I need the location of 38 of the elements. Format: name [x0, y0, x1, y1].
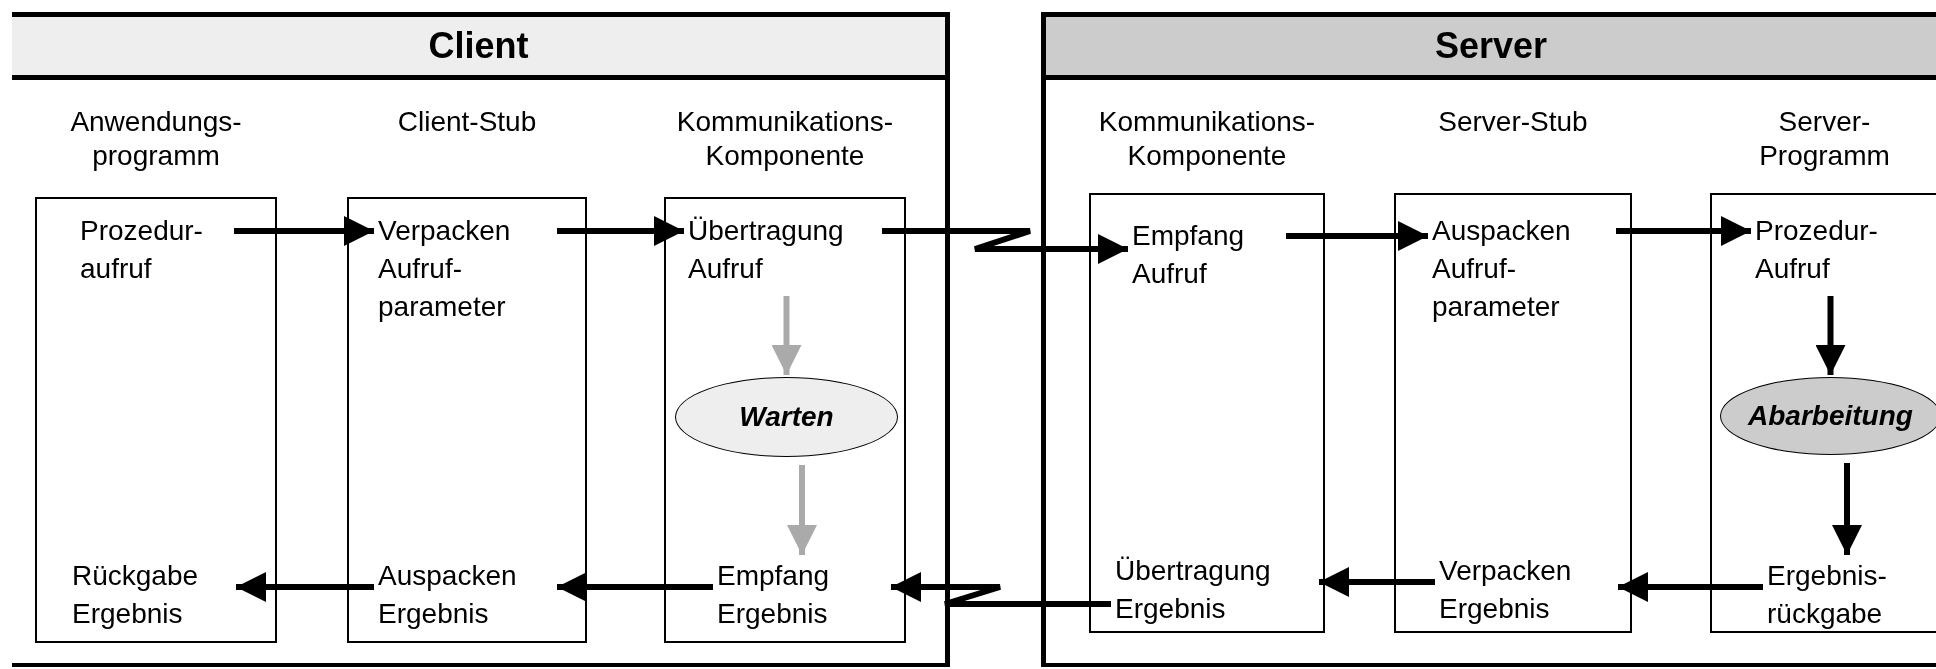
- arrow: [1286, 221, 1428, 251]
- arrow: [557, 572, 713, 602]
- step-label: Verpacken Ergebnis: [1439, 552, 1614, 628]
- step-label: Auspacken Ergebnis: [378, 557, 553, 633]
- column-heading: Kommunikations- Komponente: [1097, 105, 1317, 173]
- state-ellipse: Abarbeitung: [1720, 377, 1936, 455]
- arrow: [557, 216, 684, 246]
- column-heading: Server- Programm: [1758, 105, 1891, 173]
- arrow: [1832, 463, 1862, 555]
- system-panel: [12, 12, 950, 667]
- system-panel: [1041, 12, 1936, 667]
- panel-header: Server: [1046, 17, 1936, 80]
- column-heading: Kommunikations- Komponente: [675, 105, 895, 173]
- step-label: Verpacken Aufruf- parameter: [378, 212, 553, 326]
- step-label: Prozedur- aufruf: [80, 212, 230, 288]
- arrow: [787, 465, 817, 555]
- arrow: [1319, 567, 1435, 597]
- step-label: Empfang Aufruf: [1132, 217, 1282, 293]
- step-label: Empfang Ergebnis: [717, 557, 887, 633]
- column-heading: Server-Stub: [1437, 105, 1589, 139]
- arrow: [882, 228, 1128, 264]
- arrow: [234, 216, 374, 246]
- column-heading: Client-Stub: [396, 105, 538, 139]
- state-ellipse: Warten: [675, 377, 898, 457]
- arrow: [891, 572, 1111, 607]
- step-label: Übertragung Aufruf: [688, 212, 878, 288]
- step-label: Auspacken Aufruf- parameter: [1432, 212, 1612, 326]
- arrow: [1618, 572, 1763, 602]
- arrow: [1815, 296, 1846, 375]
- panel-header: Client: [12, 17, 945, 80]
- step-label: Ergebnis- rückgabe: [1767, 557, 1927, 633]
- step-label: Übertragung Ergebnis: [1115, 552, 1315, 628]
- arrow: [771, 296, 802, 375]
- arrow: [236, 572, 374, 602]
- arrow: [1616, 216, 1751, 246]
- step-label: Prozedur- Aufruf: [1755, 212, 1905, 288]
- column-heading: Anwendungs- programm: [69, 105, 243, 173]
- step-label: Rückgabe Ergebnis: [72, 557, 232, 633]
